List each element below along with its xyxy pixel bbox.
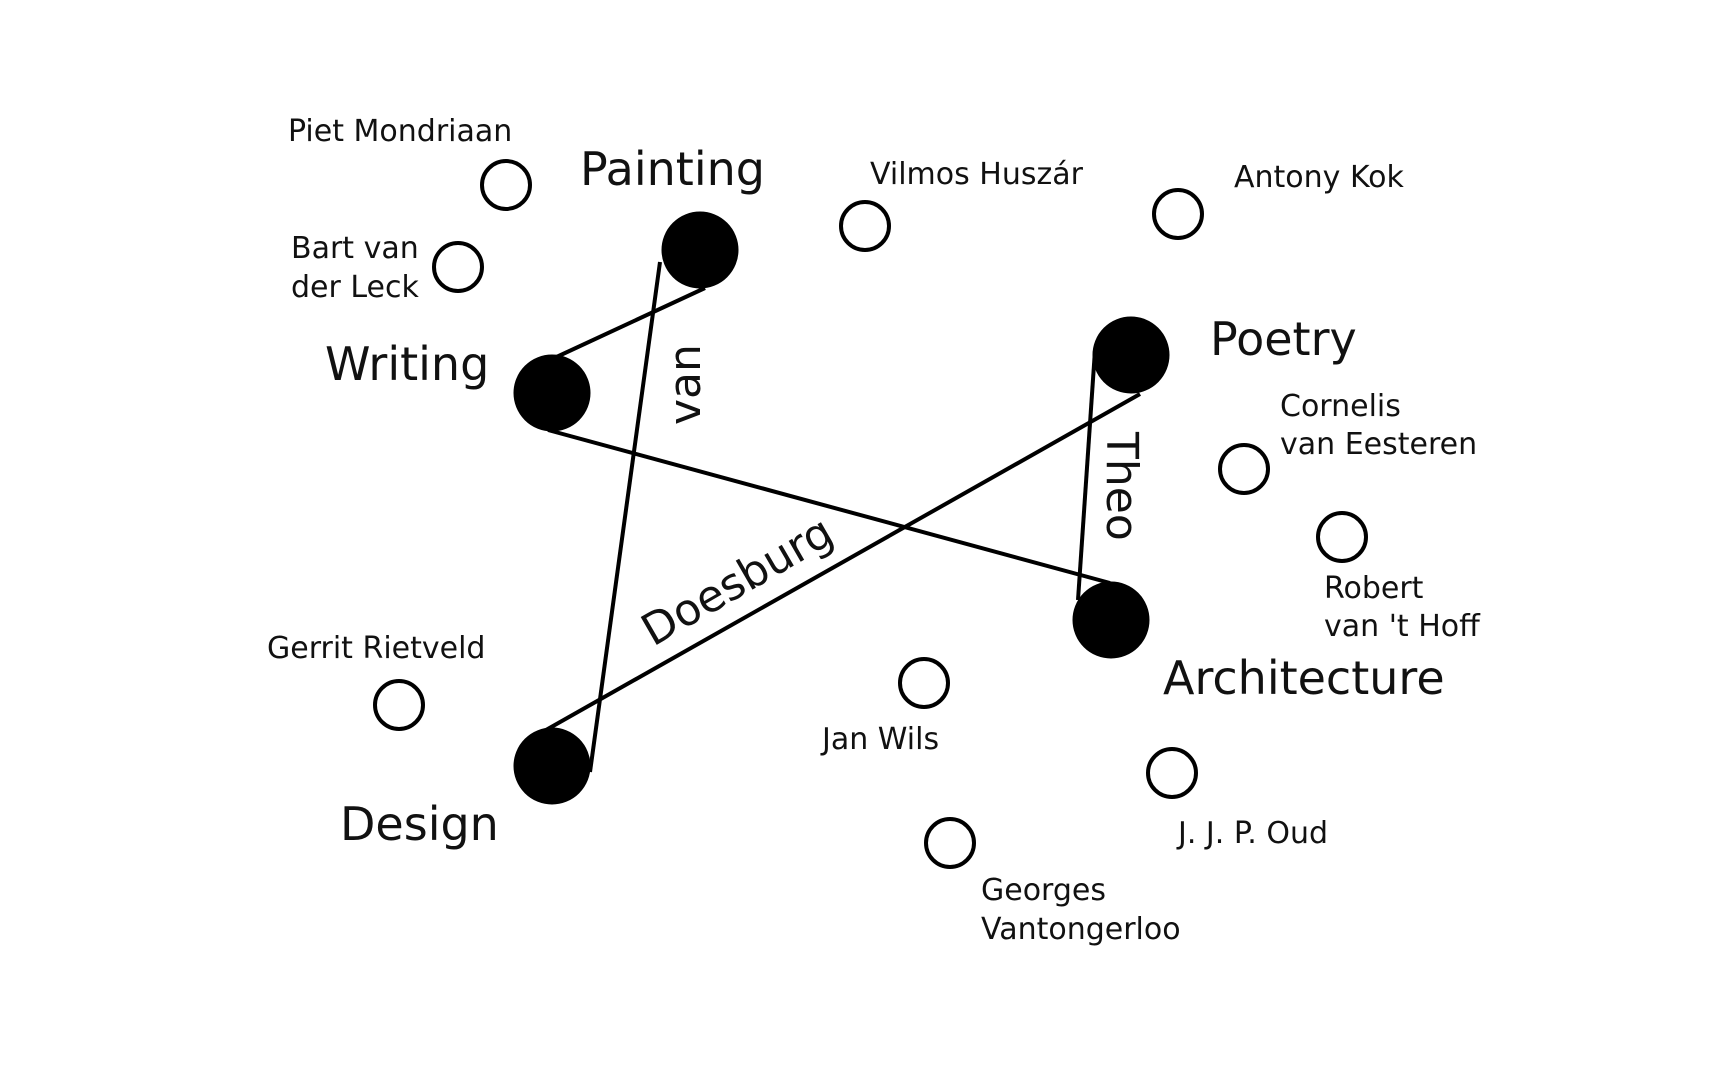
node-robert-van-t-hoff [1316,511,1368,563]
label-writing: Writing [325,337,489,391]
label-bart-van-der-leck-line2: der Leck [291,270,420,305]
label-bart-van-der-leck-line1: Bart van [291,231,419,266]
label-architecture: Architecture [1163,651,1445,705]
label-robert-line1: Robert [1324,571,1424,606]
label-antony-kok: Antony Kok [1234,160,1404,195]
label-piet-mondriaan: Piet Mondriaan [288,114,512,149]
edge-painting-design [588,261,662,773]
star-edges [545,261,1141,773]
node-jan-wils [898,657,950,709]
node-cornelis-van-eesteren [1218,443,1270,495]
hub-writing [513,354,591,432]
label-jjp-oud: J. J. P. Oud [1176,816,1328,851]
label-jan-wils: Jan Wils [820,722,939,757]
label-robert-line2: van 't Hoff [1324,609,1481,644]
node-gerrit-rietveld [373,679,425,731]
label-cornelis-line2: van Eesteren [1280,427,1477,462]
edge-poetry-design [545,392,1141,732]
label-georges-line1: Georges [981,873,1106,908]
discipline-labels: Painting Writing Poetry Architecture Des… [325,142,1445,851]
edge-painting-writing [549,286,706,362]
label-gerrit-rietveld: Gerrit Rietveld [267,631,485,666]
label-poetry: Poetry [1210,312,1357,366]
label-van: van [660,344,711,425]
label-theo: Theo [1096,431,1147,541]
hub-painting [661,211,739,289]
edge-poetry-architecture [1076,349,1097,601]
label-design: Design [340,797,499,851]
label-georges-line2: Vantongerloo [981,912,1181,947]
node-georges-vantongerloo [924,817,976,869]
hub-poetry [1092,316,1170,394]
member-nodes [373,159,1368,869]
hub-design [513,727,591,805]
hub-nodes [513,211,1170,805]
hub-architecture [1072,581,1150,659]
label-vilmos-huszar: Vilmos Huszár [870,157,1084,192]
node-antony-kok [1152,188,1204,240]
node-bart-van-der-leck [432,241,484,293]
label-cornelis-line1: Cornelis [1280,389,1401,424]
label-painting: Painting [580,142,765,196]
name-labels: van Theo Doesburg [633,344,1147,656]
edge-writing-architecture [547,428,1111,585]
node-piet-mondriaan [480,159,532,211]
node-jjp-oud [1146,747,1198,799]
node-vilmos-huszar [839,200,891,252]
member-labels: Piet Mondriaan Bart van der Leck Vilmos … [267,114,1481,947]
